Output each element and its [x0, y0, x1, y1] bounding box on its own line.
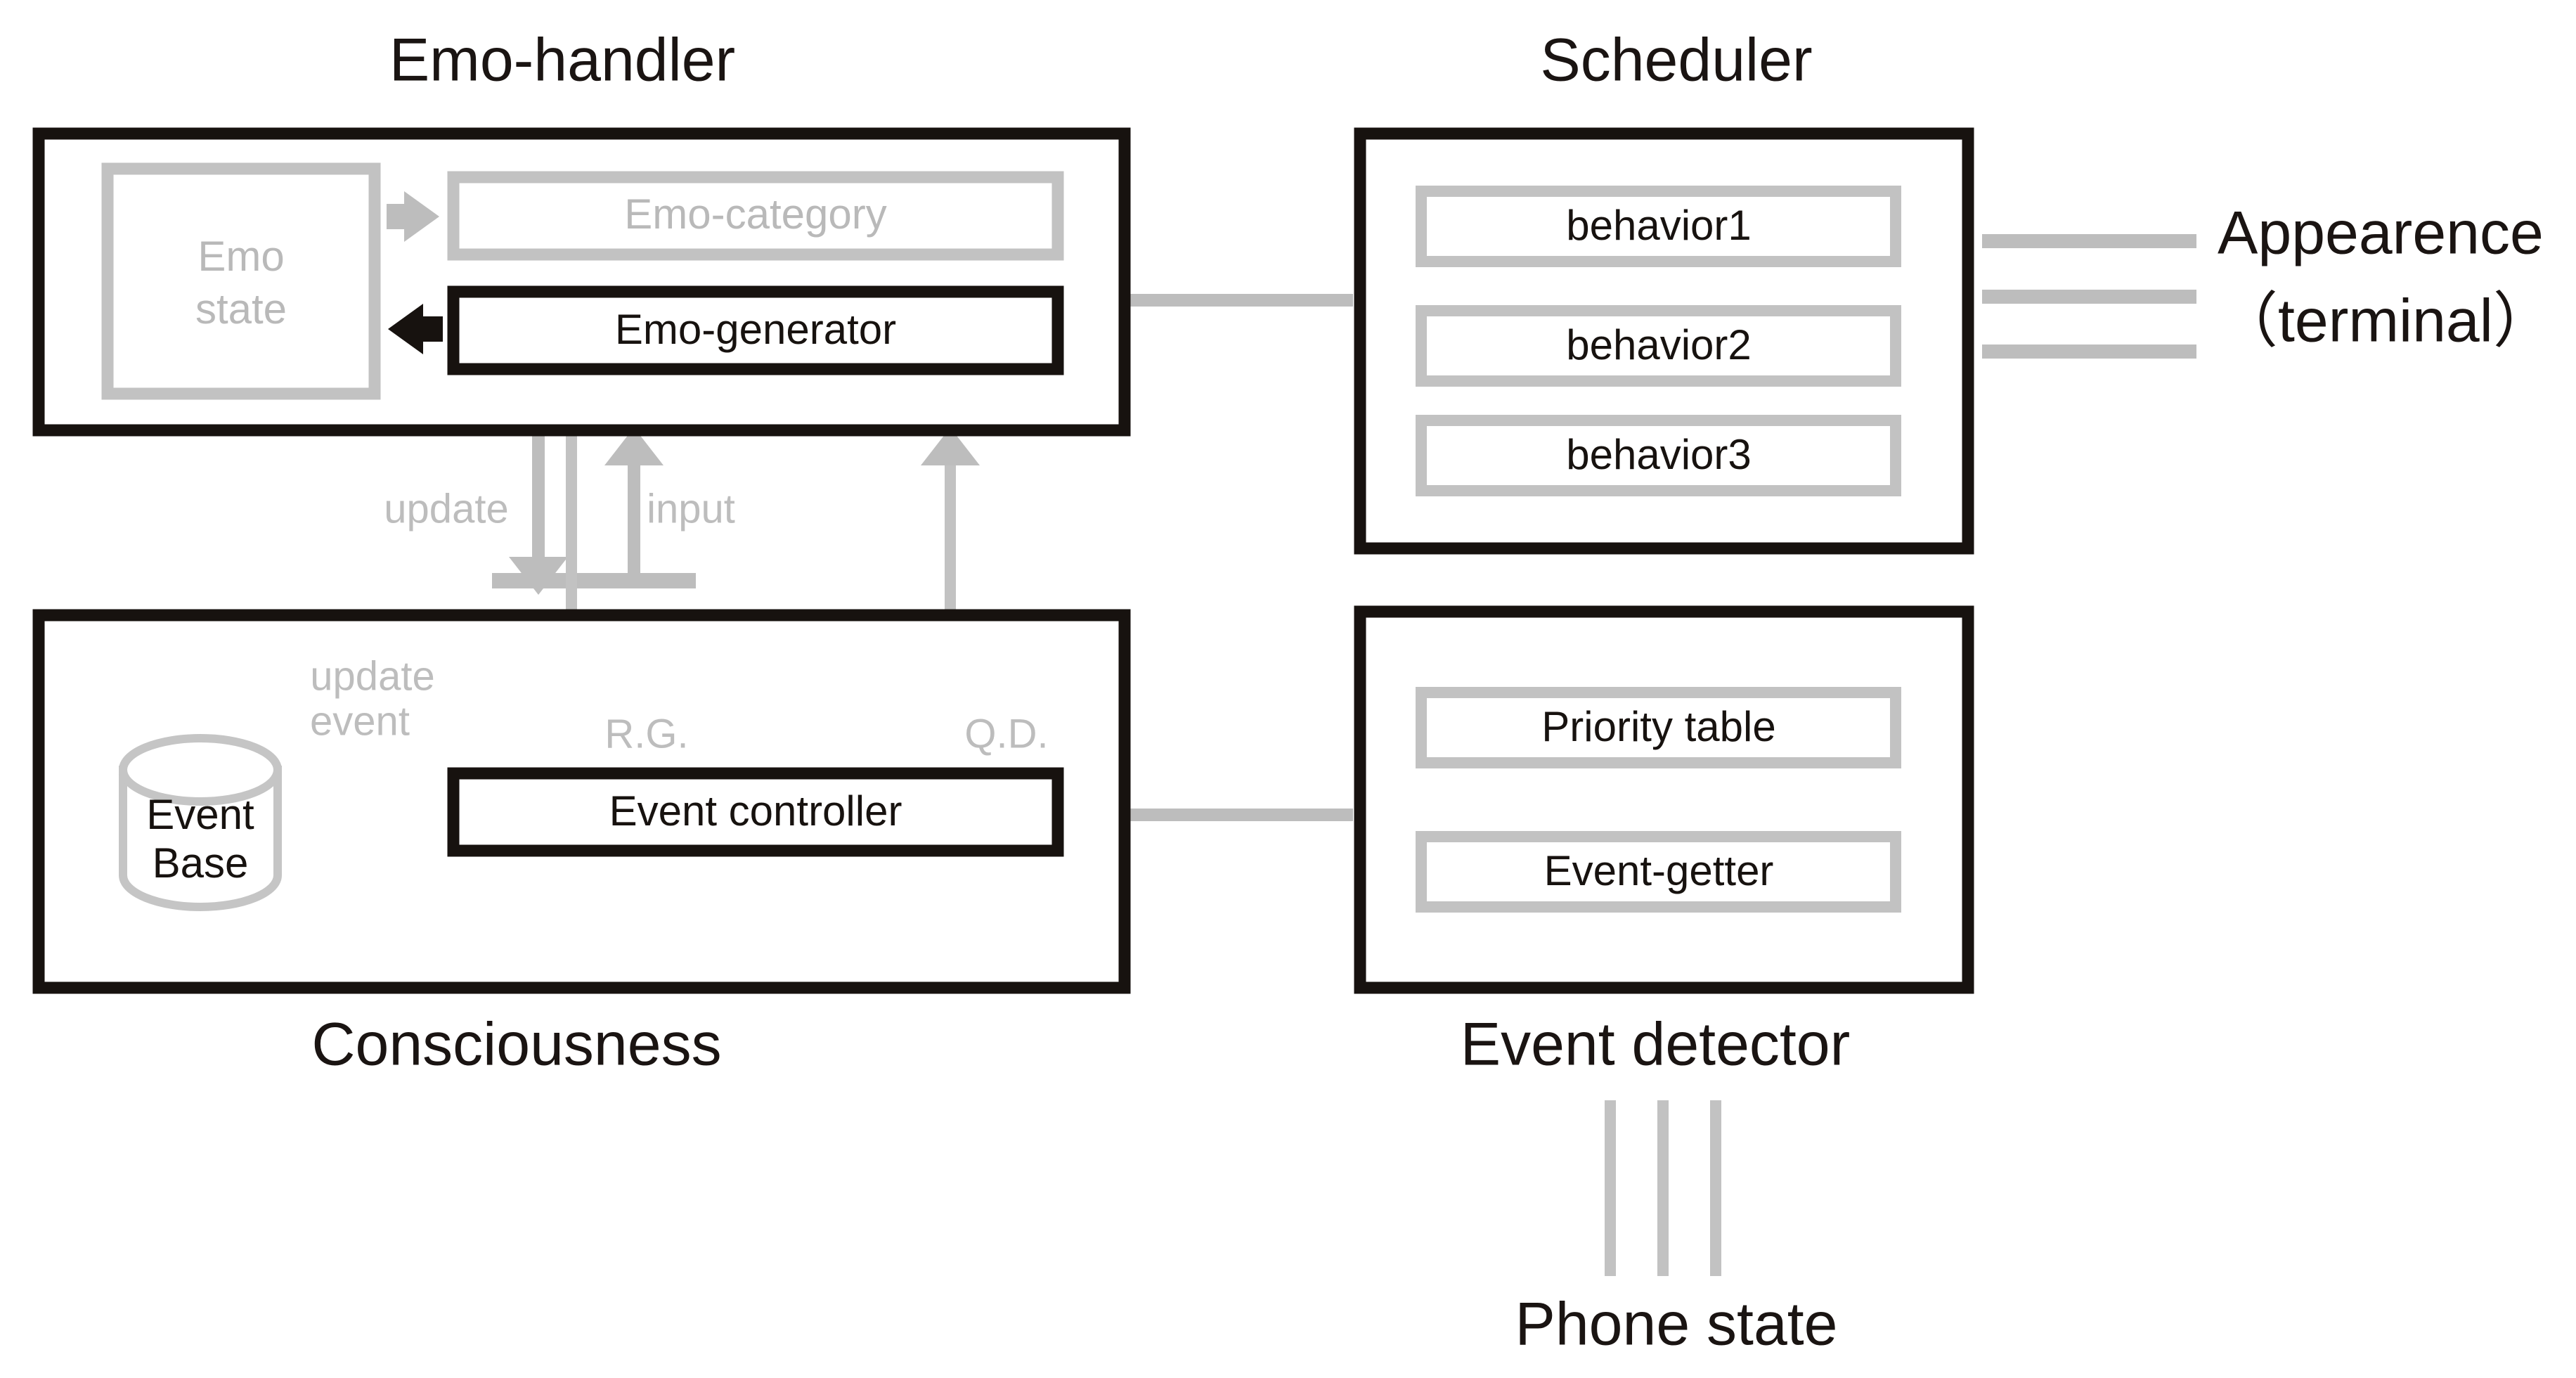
emo-handler-title: Emo-handler — [389, 27, 735, 94]
behavior1-box[interactable] — [1416, 186, 1901, 267]
input-arrow-label: input — [647, 486, 735, 532]
event-detector-title: Event detector — [1461, 1011, 1851, 1078]
arrow-left-icon — [388, 304, 443, 354]
connector-consciousness-to-event-detector — [1128, 809, 1353, 821]
behavior2-label: behavior2 — [1566, 321, 1752, 368]
behavior1-label: behavior1 — [1566, 202, 1752, 249]
emo-category-box[interactable] — [447, 171, 1064, 261]
emo-state-label-line1: Emo — [198, 233, 284, 280]
priority-table-box[interactable] — [1416, 687, 1901, 768]
appearence-label-line1: Appearence — [2218, 200, 2544, 267]
scheduler-title: Scheduler — [1540, 27, 1812, 94]
emo-generator-box[interactable] — [447, 285, 1064, 375]
consciousness-title: Consciousness — [311, 1011, 721, 1078]
update-arrow-label: update — [384, 486, 508, 532]
consciousness-group: Event Base Event controller Consciousnes… — [32, 609, 1131, 1078]
emo-state-box[interactable] — [101, 162, 381, 400]
arrow-update — [509, 431, 568, 595]
behavior3-label: behavior3 — [1566, 431, 1752, 478]
phone-state-connector-lines — [1605, 1100, 1721, 1276]
event-controller-box[interactable] — [447, 767, 1064, 857]
priority-table-label: Priority table — [1541, 703, 1775, 750]
appearence-connector-lines — [1982, 234, 2196, 359]
emo-handler-group: Emo-handler Emo state Emo-category Emo-g… — [32, 27, 1131, 437]
connector-emo-handler-to-scheduler — [1128, 294, 1353, 307]
arrow-right-icon — [387, 191, 439, 242]
qd-line-label: Q.D. — [964, 711, 1048, 756]
event-controller-label: Event controller — [609, 787, 902, 835]
update-event-label-line1: update — [310, 653, 434, 699]
event-base-label-line2: Base — [153, 839, 249, 887]
event-getter-label: Event-getter — [1544, 847, 1774, 894]
appearence-label-line2: （terminal） — [2218, 288, 2554, 355]
update-event-label-line2: event — [310, 698, 410, 744]
phone-state-title: Phone state — [1515, 1291, 1837, 1358]
event-detector-group: Priority table Event-getter Event detect… — [1354, 605, 1974, 1078]
behavior2-box[interactable] — [1416, 305, 1901, 387]
rg-line-label: R.G. — [604, 711, 688, 756]
arrow-input — [604, 427, 664, 575]
emo-state-label-line2: state — [195, 285, 287, 333]
event-base-label-line1: Event — [146, 791, 254, 838]
event-getter-box[interactable] — [1416, 831, 1901, 913]
scheduler-group: Scheduler behavior1 behavior2 behavior3 — [1354, 27, 1974, 555]
event-detector-container — [1354, 605, 1974, 994]
appearence-label-group: Appearence （terminal） — [2218, 200, 2554, 355]
emo-category-label: Emo-category — [624, 191, 886, 238]
event-base-cylinder[interactable] — [119, 734, 282, 911]
emo-generator-label: Emo-generator — [615, 306, 896, 353]
behavior3-box[interactable] — [1416, 415, 1901, 496]
